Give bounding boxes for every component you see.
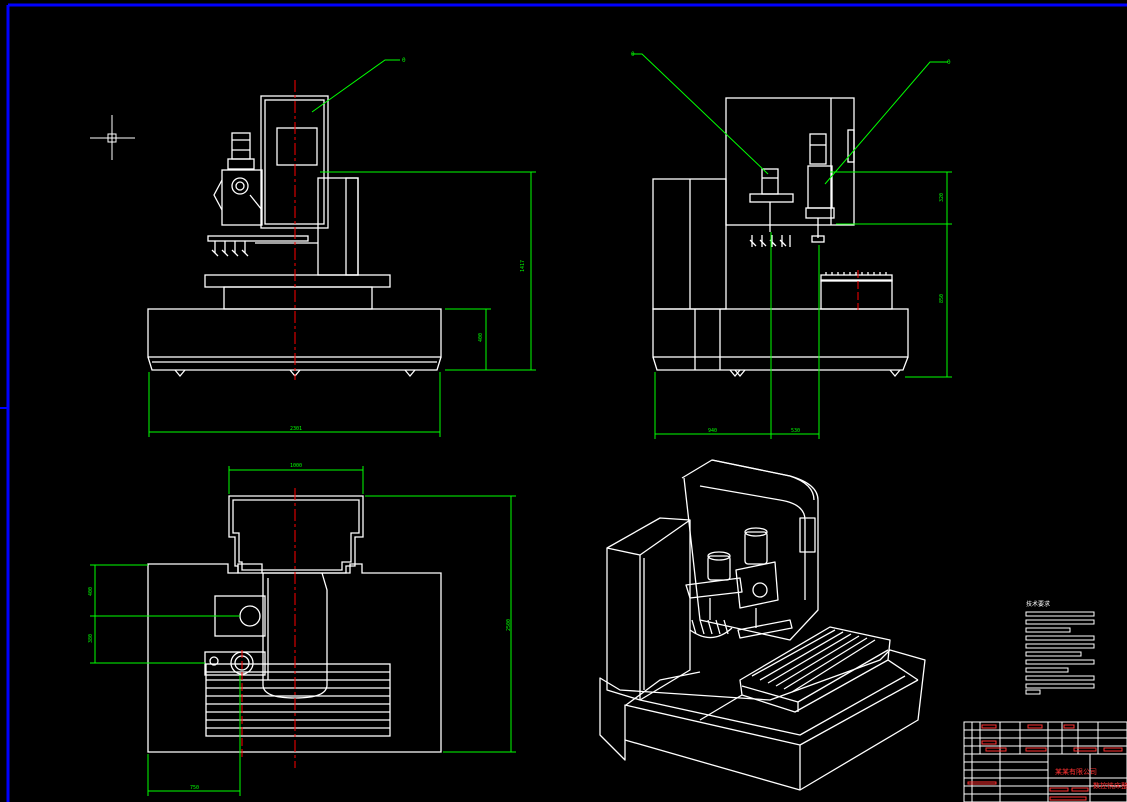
front-dim-overall-height: 1417 xyxy=(520,260,526,272)
top-dim-offset-b: 380 xyxy=(88,634,94,643)
side-leader-mark-left: 0 xyxy=(631,51,635,58)
crosshair-cursor xyxy=(90,115,135,160)
side-dim-depth-left: 940 xyxy=(708,428,717,434)
top-view-dimensions xyxy=(90,466,516,796)
title-block xyxy=(963,721,1127,802)
side-dim-lower-height: 850 xyxy=(939,294,945,303)
front-dim-overall-width: 2301 xyxy=(290,426,302,432)
front-view-dimensions xyxy=(148,59,536,437)
drawing-frame xyxy=(6,3,1127,802)
title-block-company: 某某有限公司 xyxy=(1055,767,1097,776)
front-leader-mark: 0 xyxy=(402,57,406,64)
side-dim-upper-height: 320 xyxy=(939,193,945,202)
title-block-drawing-name: 数控铣床整机图 xyxy=(1093,781,1127,790)
tech-requirements-lines xyxy=(1025,611,1095,695)
side-dim-depth-right: 530 xyxy=(791,428,800,434)
isometric-view xyxy=(599,459,926,791)
top-dim-left-offset: 750 xyxy=(190,785,199,791)
title-block-red-marks xyxy=(967,724,1123,801)
side-view-dimensions xyxy=(632,53,952,439)
side-view xyxy=(652,97,909,378)
side-leader-mark-right: 0 xyxy=(947,59,951,66)
front-dim-base-height: 400 xyxy=(478,333,484,342)
top-dim-overall-depth: 2500 xyxy=(506,619,512,631)
top-dim-top-width: 1000 xyxy=(290,463,302,469)
top-dim-offset-a: 400 xyxy=(88,587,94,596)
tech-requirements-title: 技术要求 xyxy=(1026,600,1050,608)
